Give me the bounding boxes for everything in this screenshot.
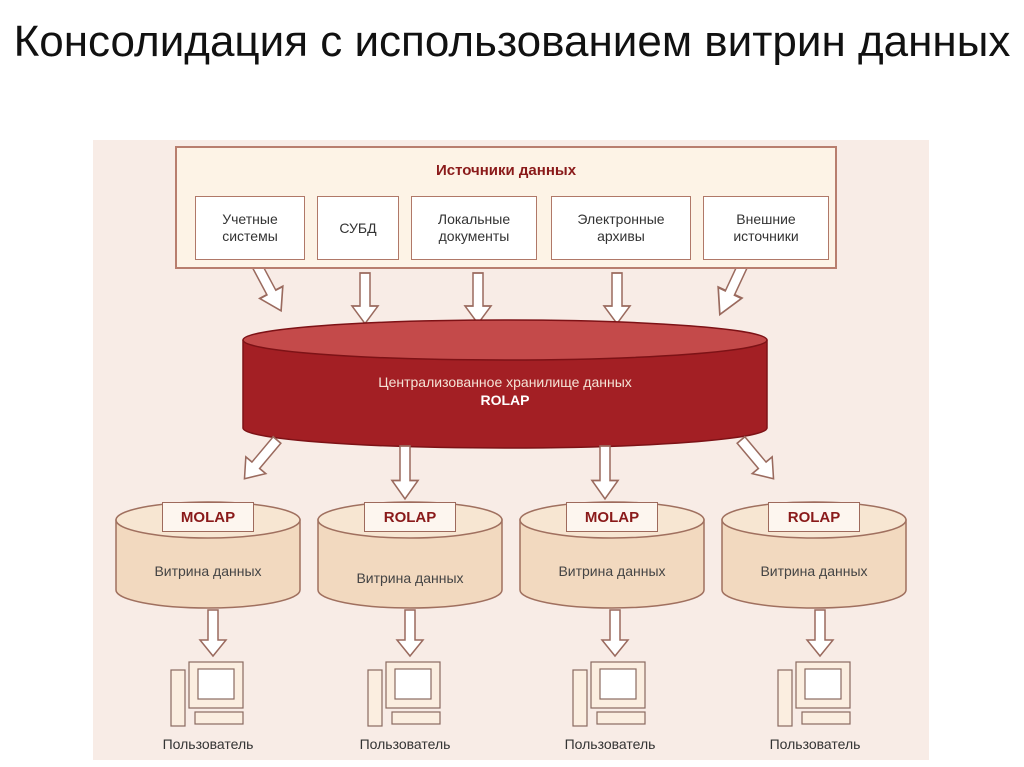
- source-accounting-systems: Учетные системы: [195, 196, 305, 260]
- source-electronic-archives: Электронные архивы: [551, 196, 691, 260]
- mart-technology-badge: ROLAP: [364, 502, 456, 532]
- arrow-user-2: [396, 609, 424, 657]
- user-label: Пользователь: [359, 736, 451, 752]
- mart-label: Витрина данных: [154, 563, 262, 579]
- sources-title: Источники данных: [435, 162, 577, 179]
- user-label: Пользователь: [162, 736, 254, 752]
- arrow-source-4: [603, 272, 631, 325]
- user-label: Пользователь: [564, 736, 656, 752]
- slide-title: Консолидация с использованием витрин дан…: [13, 17, 1011, 66]
- arrow-mart-2: [391, 445, 419, 500]
- arrow-source-3: [464, 272, 492, 325]
- mart-label: Витрина данных: [356, 570, 464, 586]
- mart-cylinder-2: [317, 501, 503, 609]
- diagram-graphics: [115, 245, 907, 727]
- computer-icon: [170, 661, 244, 727]
- warehouse-technology: ROLAP: [480, 392, 530, 408]
- arrow-mart-1: [233, 430, 288, 488]
- consolidation-diagram: Источники данных Учетные системы СУБД Ло…: [93, 140, 929, 760]
- computer-icon: [572, 661, 646, 727]
- warehouse-label: Централизованное хранилище данных: [378, 374, 632, 390]
- mart-label: Витрина данных: [760, 563, 868, 579]
- arrow-source-2: [351, 272, 379, 325]
- source-local-documents: Локальные документы: [411, 196, 537, 260]
- source-dbms: СУБД: [317, 196, 399, 260]
- source-external: Внешние источники: [703, 196, 829, 260]
- sources-panel: Источники данных Учетные системы СУБД Ло…: [175, 146, 837, 269]
- computer-icon: [777, 661, 851, 727]
- user-label: Пользователь: [769, 736, 861, 752]
- arrow-mart-4: [730, 430, 785, 488]
- warehouse-cylinder: [242, 319, 768, 449]
- mart-label: Витрина данных: [558, 563, 666, 579]
- computer-icon: [367, 661, 441, 727]
- arrow-user-4: [806, 609, 834, 657]
- arrow-user-3: [601, 609, 629, 657]
- mart-technology-badge: ROLAP: [768, 502, 860, 532]
- mart-technology-badge: MOLAP: [566, 502, 658, 532]
- arrow-user-1: [199, 609, 227, 657]
- mart-technology-badge: MOLAP: [162, 502, 254, 532]
- arrow-mart-3: [591, 445, 619, 500]
